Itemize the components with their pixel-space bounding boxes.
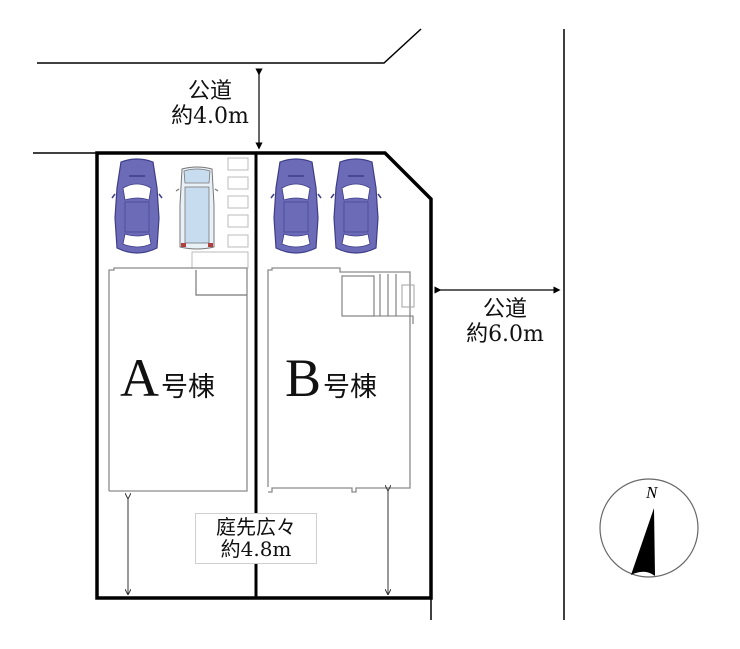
east-road-name: 公道 <box>482 297 527 322</box>
parking-car-b2 <box>330 158 382 254</box>
building-a-suffix: 号棟 <box>161 372 215 403</box>
building-a-label: A 号棟 <box>120 348 215 408</box>
north-road-width: 約4.0m <box>171 103 249 129</box>
compass-north-label: N <box>646 483 658 502</box>
building-a-letter: A <box>120 348 159 408</box>
building-b-suffix: 号棟 <box>323 372 378 403</box>
lot-boundary <box>95 151 433 600</box>
north-road-name: 公道 <box>187 79 232 104</box>
east-road-width: 約6.0m <box>466 321 544 347</box>
building-a-entrance <box>195 270 247 296</box>
garden-label: 庭先広々 約4.8m <box>195 513 317 564</box>
north-arrow-icon <box>631 508 655 576</box>
compass <box>599 478 699 578</box>
building-b-label: B 号棟 <box>285 348 377 408</box>
garden-title: 庭先広々 <box>216 515 296 539</box>
north-road-label: 公道 約4.0m <box>160 79 260 129</box>
building-a-outline <box>108 267 248 492</box>
garden-depth: 約4.8m <box>220 537 292 562</box>
parking-car-a1 <box>111 158 163 254</box>
a-steps <box>191 157 249 269</box>
parking-car-a2 <box>175 166 219 250</box>
b-entrance-steps <box>341 274 415 324</box>
parking-car-b1 <box>270 158 322 254</box>
east-road-label: 公道 約6.0m <box>450 297 560 347</box>
building-b-outline <box>267 267 411 493</box>
north-road-edge <box>33 28 422 154</box>
building-b-letter: B <box>285 348 322 408</box>
